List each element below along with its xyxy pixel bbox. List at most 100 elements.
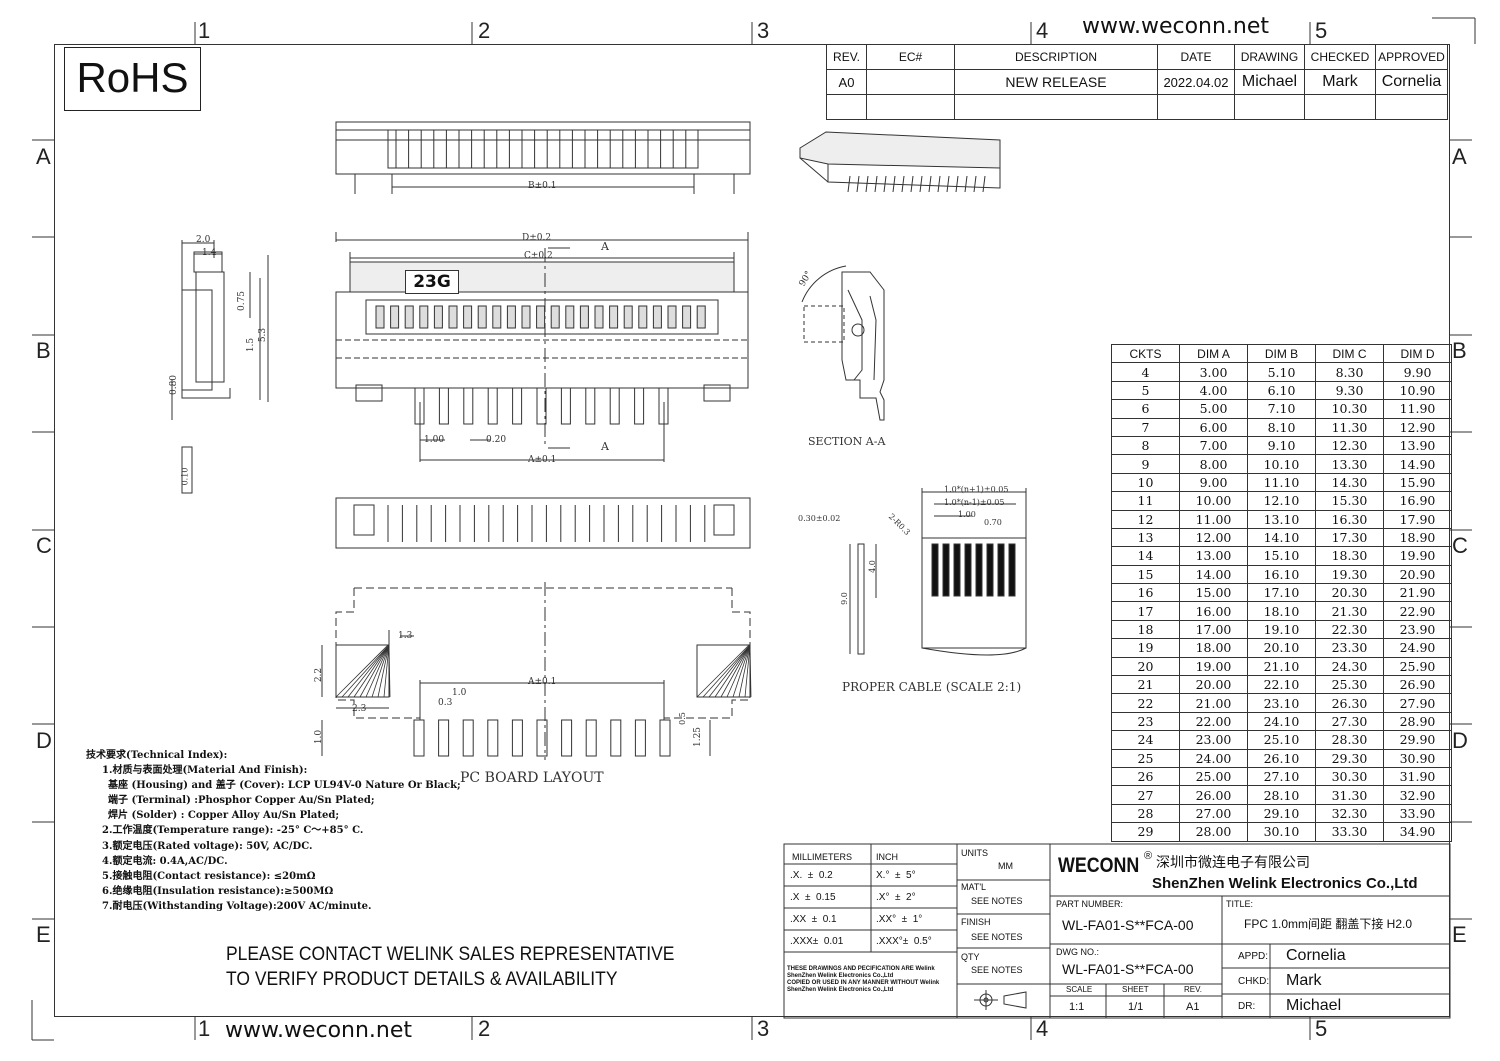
dim-table-cell: 5.10 [1247,362,1316,382]
iso-pin [865,175,869,193]
tb-title: FPC 1.0mm间距 翻盖下接 H2.0 [1244,917,1413,931]
iso-pin [973,175,977,193]
rev-header-checked: CHECKED [1304,44,1376,70]
iso-pin [937,175,941,193]
pin-mark [609,387,620,425]
pcb-pad [413,719,425,757]
registered-mark: ® [1144,850,1153,862]
section-mark-bottom: A [601,440,609,453]
housing-marking: 23G [405,270,459,294]
pcb-pad [462,719,474,757]
dim-table-cell: 16.00 [1179,601,1248,621]
section-view [801,265,885,421]
iso-view [799,131,1001,193]
contact-mark [433,305,443,329]
dim-table-cell: 29.10 [1247,803,1316,824]
note-line: 5.接触电阻(Contact resistance): ≤20mΩ [102,870,316,882]
contact-mark [375,305,385,329]
tb-rev-label: REV. [1184,985,1202,994]
dim-table-cell: 14.30 [1315,472,1384,493]
note-line: 3.额定电压(Rated voltage): 50V, AC/DC. [102,840,313,852]
side-dim-0: 2.0 [196,235,211,245]
cable-contact [1008,543,1016,597]
iso-pin [901,175,905,193]
contact-mark [521,305,531,329]
dim-table-cell: 17.90 [1383,509,1452,529]
contact-mark [492,305,502,329]
cable-dim-3: 0.70 [984,518,1002,527]
dim-table-cell: 30.90 [1383,748,1452,768]
disclaimer-line: ShenZhen Welink Electronics Co.,Ltd [787,973,894,979]
rev-value-description: NEW RELEASE [954,69,1158,95]
pin-mark [560,387,571,425]
tolerance-cell: .X. ± 0.2 [790,870,833,881]
contact-mark [609,305,619,329]
dim-table-cell: 20.90 [1383,564,1452,585]
pcb-pad [634,719,646,757]
zone-col-1-bottom: 1 [198,1016,211,1041]
tolerance-cell: X.° ± 5° [876,870,916,881]
contact-mark [696,305,706,329]
cable-contact [986,543,994,597]
dim-table-cell: 26.10 [1247,748,1316,768]
cable-contact [975,543,983,597]
pcb-layout [321,582,752,760]
dim-table-cell: 26.00 [1179,785,1248,805]
dim-table-cell: 22.90 [1383,601,1452,621]
tb-title-label: TITLE: [1226,899,1254,909]
pcb-pad [561,719,573,757]
tb-material-label: MAT'L [961,882,987,892]
tb-finish-value: SEE NOTES [971,932,1023,942]
contact-mark [419,305,429,329]
tb-dwg-no: WL-FA01-S**FCA-00 [1062,961,1194,977]
dim-table-cell: 19.00 [1179,656,1248,677]
pin-mark [536,387,547,425]
hatch-line [744,644,751,698]
company-logo: WECONN [1058,854,1140,877]
dim-table-cell: 5.00 [1179,399,1248,419]
pcb-dim-4: 0.3 [438,698,453,708]
hatch-line [353,644,390,698]
pcb-dim-5: A±0.1 [528,677,557,687]
pcb-pad [511,719,523,757]
company-name-en: ShenZhen Welink Electronics Co.,Ltd [1152,875,1418,892]
dim-header-ckts: CKTS [1111,343,1180,364]
iso-pin [856,175,860,193]
zone-row-b-right: B [1452,338,1467,363]
rev-header-approved: APPROVED [1375,44,1448,70]
zone-col-3: 3 [757,18,770,43]
contact-mark [565,305,575,329]
tolerance-cell: .XXX°± 0.5° [876,936,932,947]
dim-a: A±0.1 [528,455,557,465]
cable-contact [997,543,1005,597]
tb-sheet: 1/1 [1128,1001,1144,1013]
dim-b: B±0.1 [528,181,557,191]
dim-header-d: DIM D [1383,343,1452,364]
tb-disclaimer: THESE DRAWINGS AND PECIFICATION ARE Weli… [787,966,939,994]
dim-table-cell: 24.00 [1179,748,1248,768]
zone-col-2: 2 [478,18,491,43]
dim-table-cell: 13.00 [1179,546,1248,566]
section-label: SECTION A-A [808,435,886,448]
front-view [335,232,749,462]
tb-dwg-label: DWG NO.: [1056,947,1099,957]
pcb-dim-2: 2.3 [352,704,367,714]
hatch-line [347,644,390,698]
contact-line-1: PLEASE CONTACT WELINK SALES REPRESENTATI… [226,944,675,965]
tb-inch-header: INCH [876,852,898,862]
hatch-line [335,644,389,698]
dim-table-cell: 28.10 [1247,785,1316,805]
